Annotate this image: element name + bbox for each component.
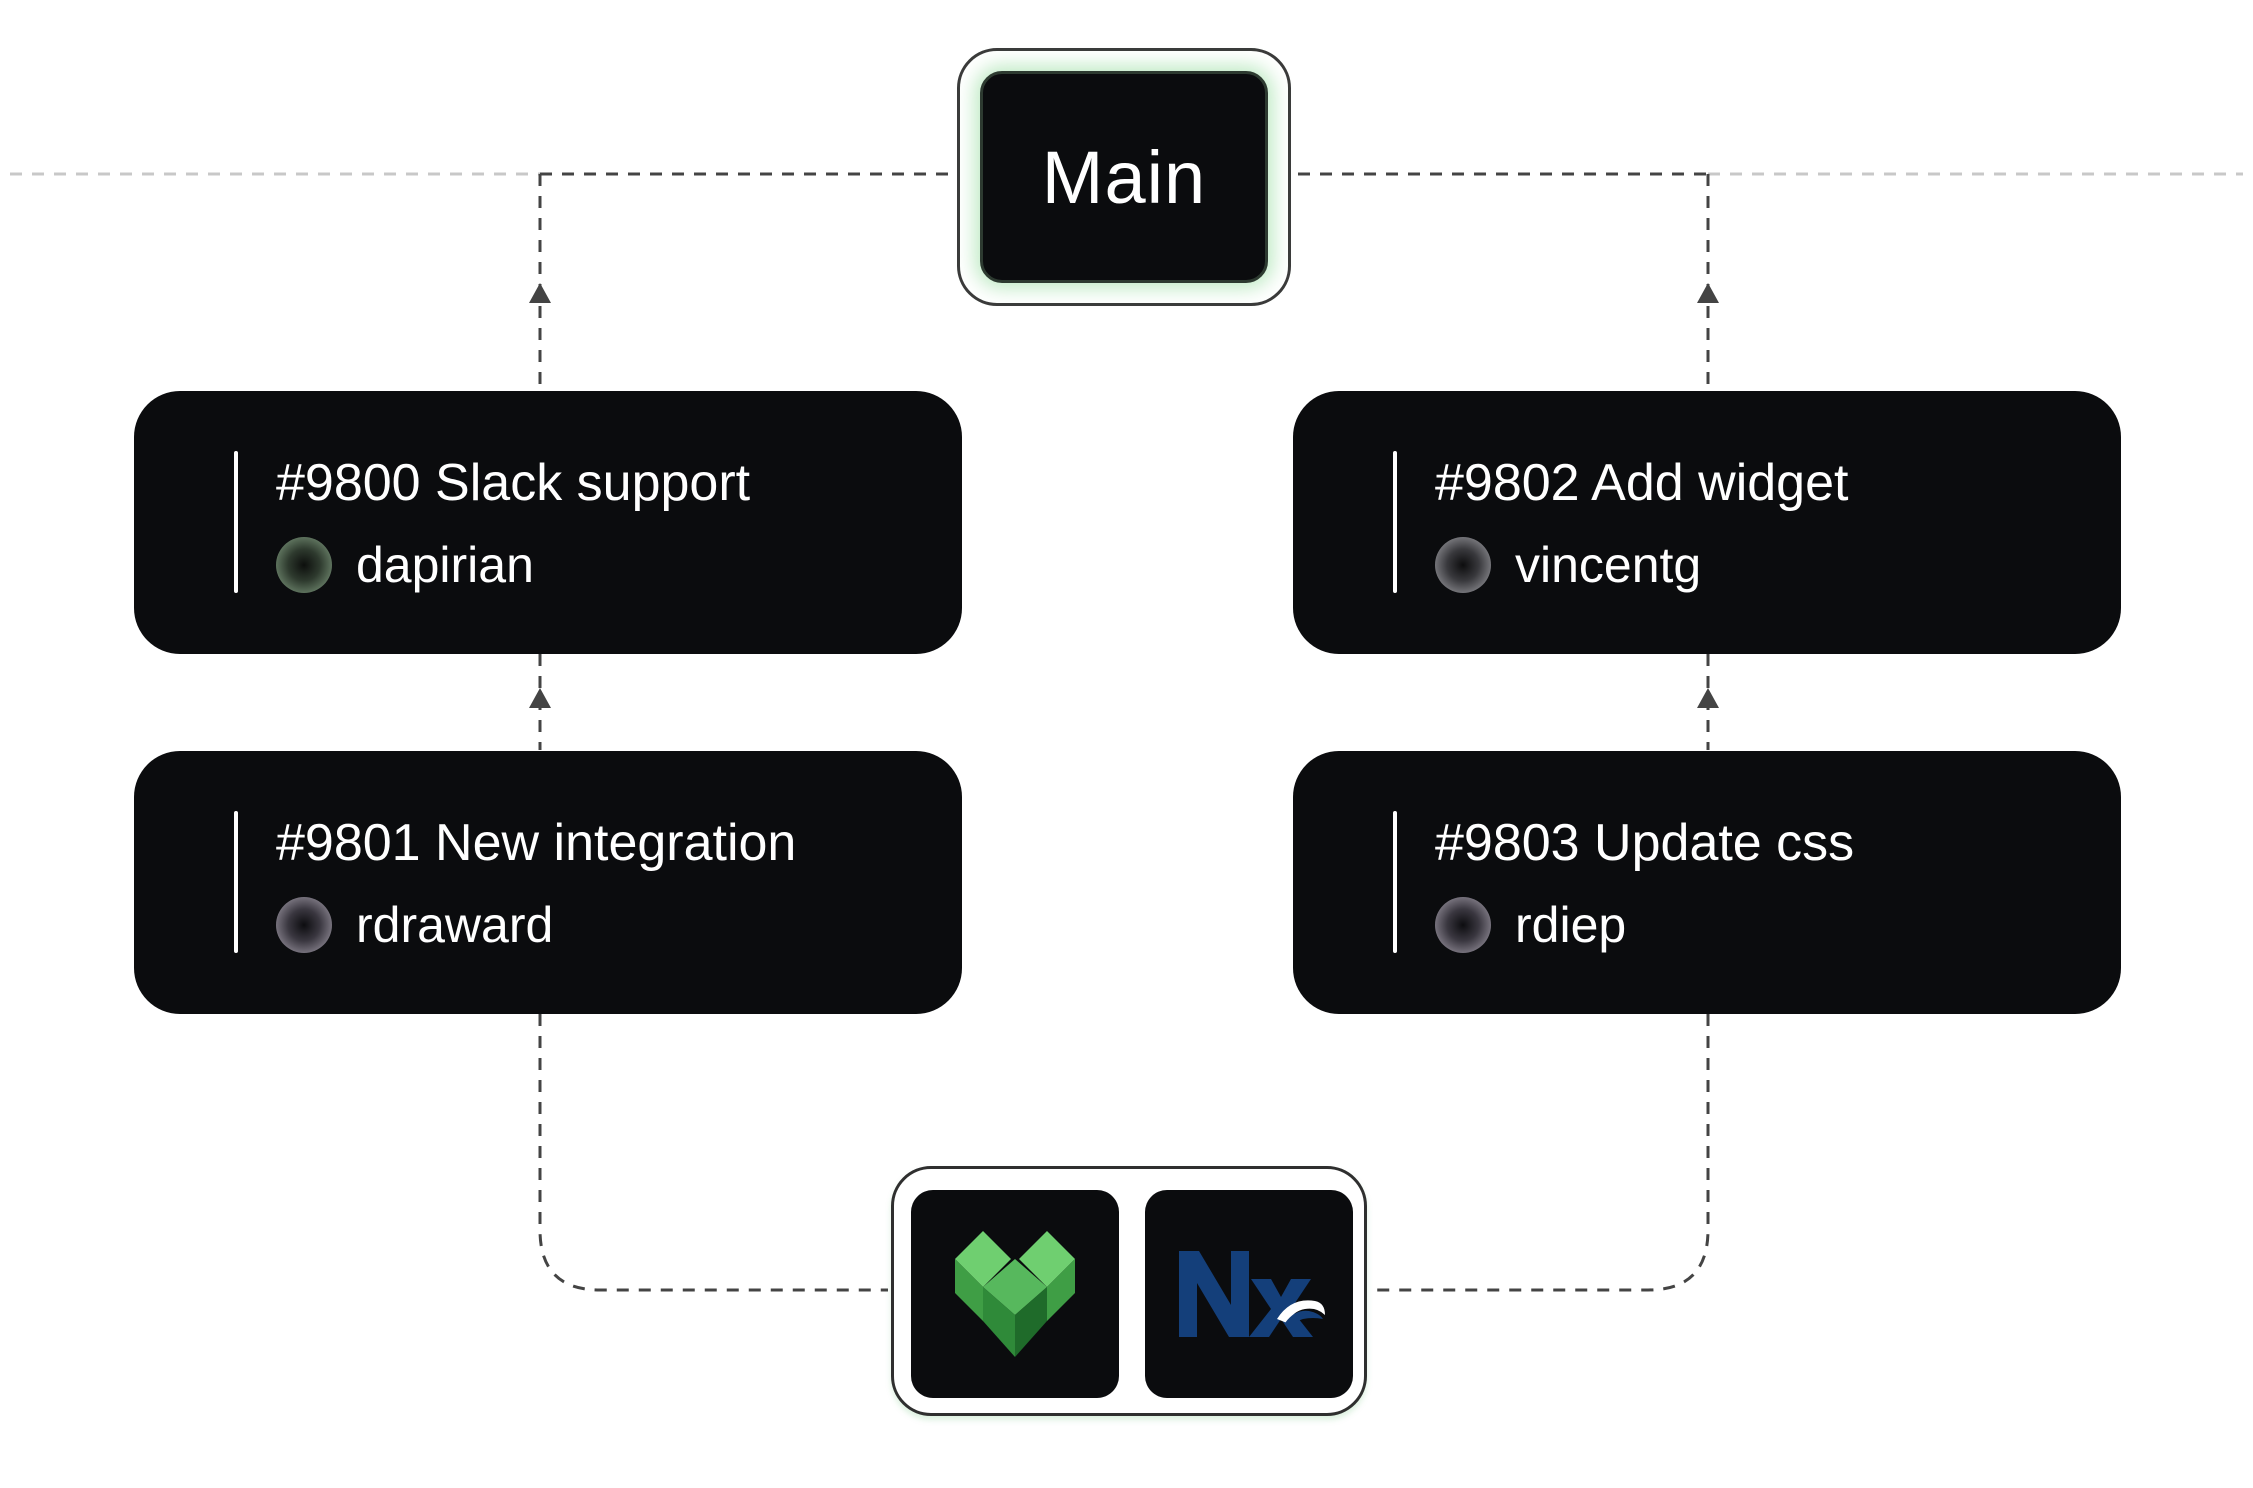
main-branch-node[interactable]: Main <box>957 48 1291 306</box>
pr-author: vincentg <box>1515 537 1702 593</box>
left-connector-bottom <box>538 1014 888 1292</box>
main-branch-box: Main <box>980 71 1268 283</box>
pr-card-9801[interactable]: #9801 New integration rdraward <box>134 751 962 1014</box>
avatar <box>276 537 332 593</box>
pr-author: dapirian <box>356 537 534 593</box>
avatar <box>1435 897 1491 953</box>
pr-card-9802[interactable]: #9802 Add widget vincentg <box>1293 391 2121 654</box>
avatar <box>276 897 332 953</box>
avatar <box>1435 537 1491 593</box>
right-arrow-mid <box>1697 688 1719 708</box>
nx-logo-icon <box>1179 1251 1325 1337</box>
green-heart-tool[interactable] <box>911 1190 1119 1398</box>
card-divider <box>1393 811 1397 953</box>
right-arrow-top <box>1697 283 1719 303</box>
card-divider <box>234 451 238 593</box>
pr-card-9800[interactable]: #9800 Slack support dapirian <box>134 391 962 654</box>
left-arrow-mid <box>529 688 551 708</box>
heart-cubes-icon <box>955 1231 1075 1357</box>
pr-card-9803[interactable]: #9803 Update css rdiep <box>1293 751 2121 1014</box>
pr-title: #9801 New integration <box>276 814 797 872</box>
pr-title: #9802 Add widget <box>1435 454 1849 512</box>
pr-author: rdraward <box>356 897 554 953</box>
nx-tool[interactable] <box>1145 1190 1353 1398</box>
integrations-group <box>891 1166 1367 1416</box>
card-divider <box>1393 451 1397 593</box>
card-divider <box>234 811 238 953</box>
pr-author: rdiep <box>1515 897 1627 953</box>
left-arrow-top <box>529 283 551 303</box>
main-branch-label: Main <box>1041 135 1207 219</box>
pr-title: #9800 Slack support <box>276 454 751 512</box>
right-connector-bottom <box>1370 1014 1710 1292</box>
pr-title: #9803 Update css <box>1435 814 1855 872</box>
